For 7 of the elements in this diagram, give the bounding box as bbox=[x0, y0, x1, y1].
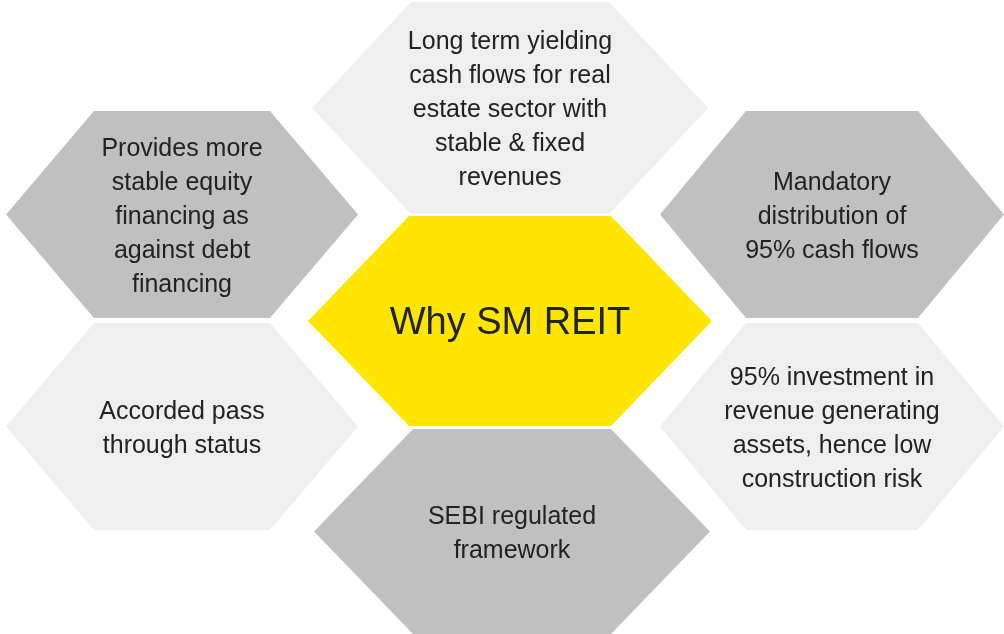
hexagon-label: Why SM REIT bbox=[389, 298, 631, 344]
hexagon-label: Mandatory distribution of 95% cash flows bbox=[744, 165, 920, 265]
hexagon-label: Long term yielding cash flows for real estate sector with stable & fixed revenues bbox=[406, 25, 614, 192]
hexagon-label: Provides more stable equity financing as against debt financing bbox=[100, 131, 264, 299]
hexagon-label: 95% investment in revenue generating assets, hence low construction risk bbox=[723, 360, 941, 494]
hexagon-label: SEBI regulated framework bbox=[426, 499, 598, 565]
hexagon-label: Accorded pass through status bbox=[98, 394, 266, 460]
